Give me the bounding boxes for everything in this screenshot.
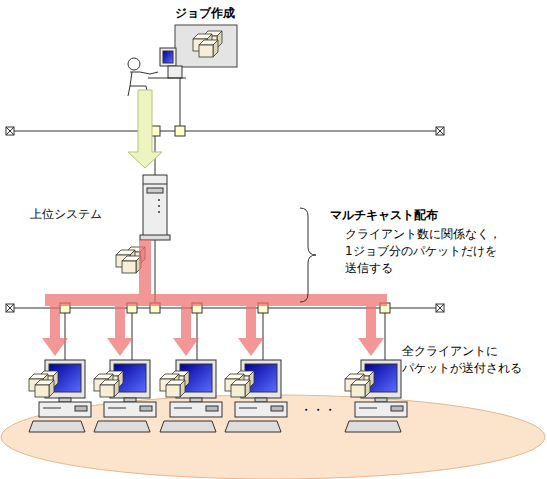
brace — [300, 208, 316, 302]
job-workstation — [128, 25, 237, 131]
job-creation-node: ジョブ作成 — [120, 2, 245, 88]
node-text: ジョブ作成 — [175, 5, 235, 22]
client-pc — [160, 360, 222, 432]
note-text: クライアント数に関係なく， 1ジョブ分のパケットだけを 送信する — [345, 226, 510, 277]
host-system-node: 上位システム — [25, 170, 175, 242]
client-pc — [225, 360, 287, 432]
client-pc — [94, 360, 156, 432]
client-pc — [345, 360, 407, 432]
flow-arrow-shape — [128, 90, 162, 168]
ellipsis-mark: ・・・ — [300, 402, 336, 419]
lower-network — [6, 240, 444, 362]
flow-arrow — [128, 90, 162, 168]
note-text: 全クライアントに パケットが送付される — [402, 343, 530, 377]
multicast-arrows — [42, 240, 387, 356]
node-text: 上位システム — [30, 206, 102, 223]
server-tower — [140, 175, 170, 240]
client-pc — [29, 360, 91, 432]
upper-network — [6, 126, 444, 175]
heading-label: マルチキャスト配布 — [330, 207, 438, 224]
